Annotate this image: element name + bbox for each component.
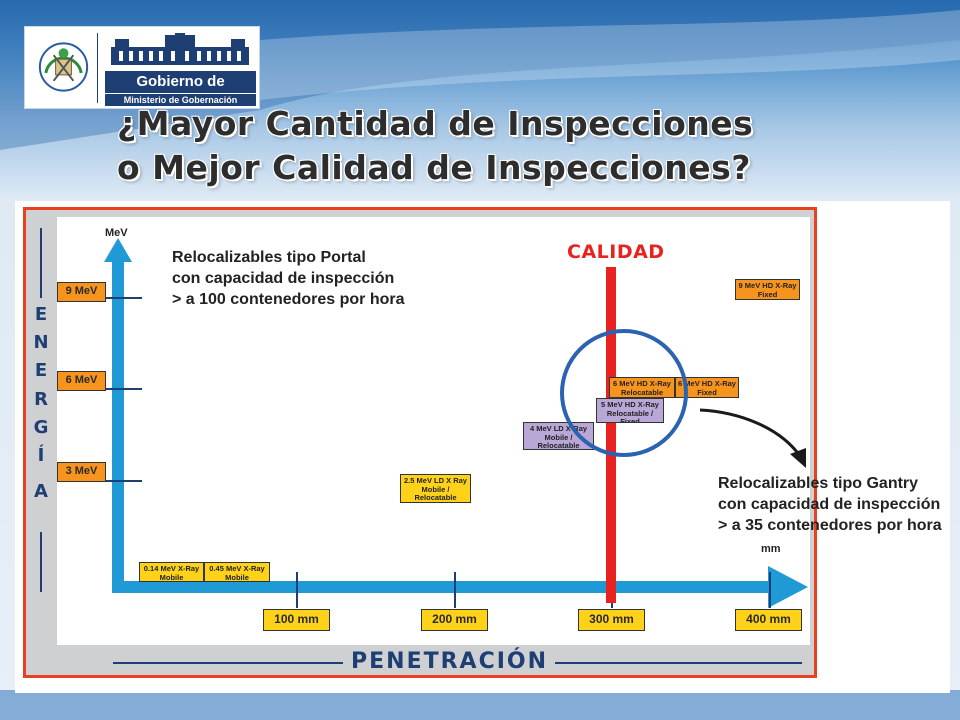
system-box-6mev-fixed: 6 MeV HD X-Ray Fixed [675, 377, 739, 398]
system-box-2-5mev: 2.5 MeV LD X Ray Mobile / Relocatable [400, 474, 471, 503]
gantry-line-2: con capacidad de inspección [718, 496, 941, 513]
x-axis-unit: mm [761, 543, 781, 555]
system-box-4mev: 4 MeV LD X-Ray Mobile / Relocatable [523, 422, 594, 450]
slide-title-line2: o Mejor Calidad de Inspecciones? [117, 148, 751, 187]
system-box-9mev: 9 MeV HD X-Ray Fixed [735, 279, 800, 300]
x-label-200mm: 200 mm [421, 609, 488, 631]
system-box-5mev: 5 MeV HD X-Ray Relocatable / Fixed [596, 398, 664, 423]
logo-ministry-text: Ministerio de Gobernación [105, 94, 256, 106]
y-axis-unit: MeV [105, 227, 128, 239]
portal-line-1: Relocalizables tipo Portal [172, 249, 366, 266]
gantry-annotation: Relocalizables tipo Gantry con capacidad… [718, 473, 942, 536]
x-axis-shaft [112, 581, 772, 593]
y-axis-shaft [112, 260, 124, 593]
slide-title-line1: ¿Mayor Cantidad de Inspecciones [117, 104, 754, 143]
x-axis-title: PENETRACIÓN [351, 649, 549, 674]
y-title-letter-e1: E [34, 304, 48, 325]
y-title-letter-g: G [33, 417, 49, 438]
portal-line-2: con capacidad de inspección [172, 270, 395, 287]
x-label-100mm: 100 mm [263, 609, 330, 631]
y-label-9mev: 9 MeV [57, 282, 106, 302]
y-title-letter-a: A [34, 481, 48, 502]
y-axis-arrowhead [104, 238, 132, 262]
x-label-400mm: 400 mm [735, 609, 802, 631]
system-box-6mev-relocatable: 6 MeV HD X-Ray Relocatable [609, 377, 675, 398]
government-logo: Gobierno de Guatemala Ministerio de Gobe… [24, 26, 260, 112]
system-box-0-45mev: 0.45 MeV X-Ray Mobile [204, 562, 270, 582]
y-label-3mev: 3 MeV [57, 462, 106, 482]
x-axis-arrowhead [768, 566, 808, 608]
crest-icon [38, 33, 98, 103]
x-label-300mm: 300 mm [578, 609, 645, 631]
portal-annotation: Relocalizables tipo Portal con capacidad… [172, 247, 405, 310]
palace-icon [111, 33, 249, 65]
y-title-letter-e2: E [34, 360, 48, 381]
y-title-letter-i: Í [37, 445, 45, 466]
quality-line [606, 267, 616, 603]
system-box-0-14mev: 0.14 MeV X-Ray Mobile [139, 562, 204, 582]
portal-line-3: > a 100 contenedores por hora [172, 291, 405, 308]
curved-arrow-head [790, 448, 806, 468]
gantry-line-1: Relocalizables tipo Gantry [718, 475, 919, 492]
quality-label: CALIDAD [567, 241, 665, 263]
gantry-line-3: > a 35 contenedores por hora [718, 517, 942, 534]
y-title-letter-r: R [34, 389, 48, 410]
y-title-letter-n: N [33, 332, 49, 353]
y-label-6mev: 6 MeV [57, 371, 106, 391]
curved-arrow [699, 408, 802, 457]
